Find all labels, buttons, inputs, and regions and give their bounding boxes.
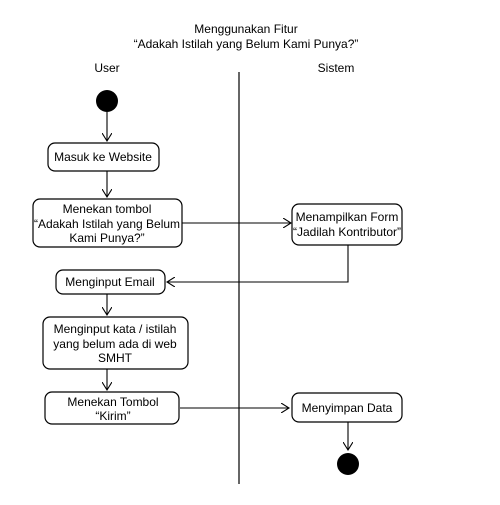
activity-label: Kami Punya?”: [69, 231, 144, 245]
activity-label: “Adakah Istilah yang Belum: [34, 217, 180, 231]
activity-masuk-ke-website: Masuk ke Website: [47, 142, 160, 172]
activity-label: Menyimpan Data: [302, 401, 393, 415]
activity-label: Masuk ke Website: [54, 150, 152, 164]
activity-label: Menampilkan Form: [296, 210, 399, 224]
lane-label-user: User: [94, 61, 119, 75]
activity-label: Menginput kata / istilah: [54, 322, 177, 336]
activity-menyimpan-data: Menyimpan Data: [291, 392, 403, 423]
activity-label: SMHT: [98, 351, 133, 365]
activity-menampilkan-form: Menampilkan Form “Jadilah Kontributor”: [291, 203, 403, 246]
activity-label: Menekan tombol: [63, 202, 152, 216]
diagram-title-line2: “Adakah Istilah yang Belum Kami Punya?”: [134, 37, 359, 51]
activity-label: “Jadilah Kontributor”: [293, 225, 401, 239]
activity-menekan-tombol-kirim: Menekan Tombol “Kirim”: [44, 391, 180, 425]
end-node: [337, 453, 359, 475]
activity-label: Menginput Email: [65, 275, 154, 289]
activity-menekan-tombol: Menekan tombol “Adakah Istilah yang Belu…: [32, 198, 183, 248]
lane-label-system: Sistem: [318, 61, 355, 75]
activity-label: yang belum ada di web: [53, 337, 177, 351]
start-node: [96, 90, 118, 112]
edge-form-to-email: [167, 245, 349, 282]
activity-menginput-email: Menginput Email: [55, 269, 166, 295]
activity-label: “Kirim”: [95, 409, 130, 423]
activity-label: Menekan Tombol: [67, 395, 158, 409]
diagram-title-line1: Menggunakan Fitur: [194, 22, 297, 36]
activity-menginput-kata: Menginput kata / istilah yang belum ada …: [42, 316, 189, 370]
